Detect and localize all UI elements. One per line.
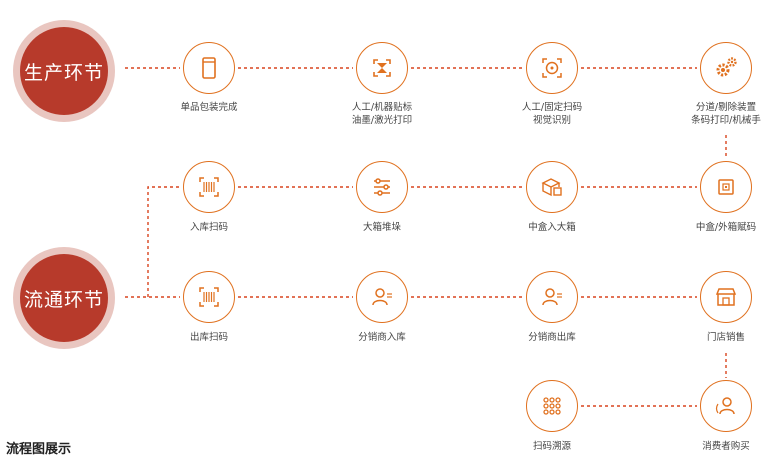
node-inbound-scan [183, 161, 235, 213]
label-consumer-purchase: 消费者购买 [702, 441, 750, 452]
store-icon [715, 288, 737, 306]
node-consumer-purchase [700, 380, 752, 432]
node-single-pack [183, 42, 235, 94]
node-labeling [356, 42, 408, 94]
page-title: 流程图展示 [6, 442, 72, 457]
label-labeling: 人工/机器贴标 油墨/激光打印 [351, 102, 413, 126]
node-box-into-carton [526, 161, 578, 213]
coded-box-icon [718, 179, 734, 195]
node-box-coding [700, 161, 752, 213]
label-store-sales: 门店销售 [706, 332, 745, 343]
node-store-sales [700, 271, 752, 323]
stage-circulation: 流通环节 [13, 247, 115, 349]
label-inbound-scan: 入库扫码 [189, 222, 228, 233]
scan-frame-icon [373, 59, 391, 77]
package-icon [202, 57, 216, 79]
connector-circulation-to-inbound [147, 186, 180, 297]
user-icon [542, 288, 562, 306]
stage-circulation-label: 流通环节 [20, 254, 108, 342]
node-distributor-out [526, 271, 578, 323]
dot-grid-icon [543, 397, 561, 415]
boxes-icon [541, 178, 562, 197]
node-vision [526, 42, 578, 94]
node-carton-stack [356, 161, 408, 213]
label-vision: 人工/固定扫码 视觉识别 [521, 102, 583, 126]
node-distributor-in [356, 271, 408, 323]
barcode-scan-icon [199, 177, 219, 197]
sliders-icon [374, 178, 390, 196]
node-outbound-scan [183, 271, 235, 323]
label-sorting: 分道/剔除装置 条码打印/机械手 [691, 102, 761, 126]
node-sorting [700, 42, 752, 94]
label-carton-stack: 大箱堆垛 [362, 222, 401, 233]
label-single-pack: 单品包装完成 [180, 102, 238, 113]
barcode-scan-icon [199, 287, 219, 307]
label-box-into-carton: 中盒入大箱 [528, 222, 576, 233]
label-distributor-in: 分销商入库 [358, 332, 406, 343]
node-trace-scan [526, 380, 578, 432]
label-trace-scan: 扫码溯源 [532, 441, 571, 452]
stage-production-label: 生产环节 [20, 27, 108, 115]
label-box-coding: 中盒/外箱赋码 [695, 222, 757, 233]
label-outbound-scan: 出库扫码 [189, 332, 228, 343]
user-icon [372, 288, 392, 306]
label-distributor-out: 分销商出库 [528, 332, 576, 343]
gears-icon [716, 57, 737, 77]
consumer-icon [715, 397, 735, 415]
stage-production: 生产环节 [13, 20, 115, 122]
target-scan-icon [542, 58, 562, 78]
